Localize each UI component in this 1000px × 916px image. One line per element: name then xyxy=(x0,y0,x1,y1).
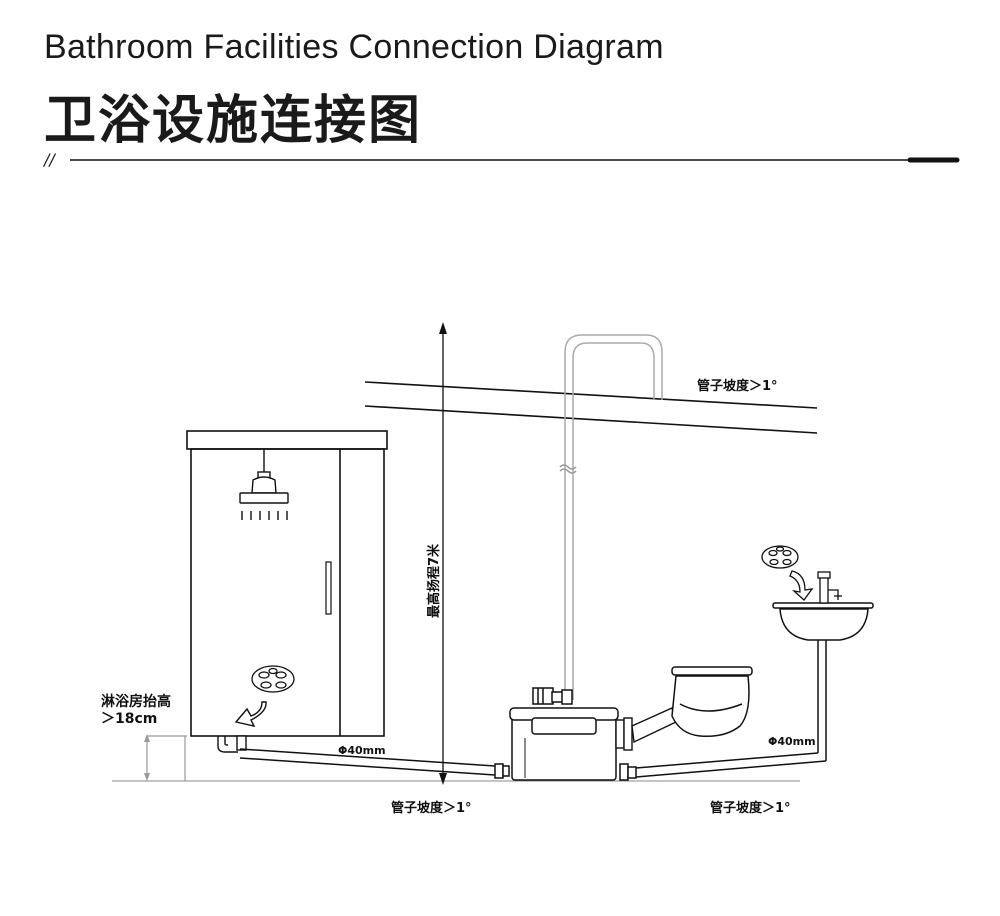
slope-label-top: 管子坡度＞1° xyxy=(697,378,778,394)
wall-hung-toilet xyxy=(671,666,753,738)
title-english: Bathroom Facilities Connection Diagram xyxy=(44,28,664,66)
pipe-left xyxy=(239,748,510,779)
shower-raise-label-2: ＞18cm xyxy=(101,711,157,727)
macerator-pump xyxy=(509,687,619,781)
shower-drain-arrow-icon xyxy=(234,701,267,728)
title-chinese: 卫浴设施连接图 xyxy=(44,91,423,151)
pipe-diameter-left: Φ40mm xyxy=(338,744,386,757)
shower-enclosure xyxy=(186,430,388,737)
pipe-right xyxy=(619,636,827,781)
riser-pipe xyxy=(559,334,663,700)
shower-raise-label-1: 淋浴房抬高 xyxy=(101,693,171,710)
max-lift-arrow xyxy=(439,322,447,785)
wash-basin xyxy=(772,602,874,641)
shower-head-icon xyxy=(239,449,289,520)
ceiling-line-lower xyxy=(364,405,818,434)
shower-trap xyxy=(217,735,247,753)
slope-label-bottom-right: 管子坡度＞1° xyxy=(710,800,791,816)
max-lift-label: 最高扬程7米 xyxy=(426,543,442,618)
slope-label-bottom-left: 管子坡度＞1° xyxy=(391,800,472,816)
basin-faucet-icon xyxy=(817,571,842,604)
basin-drain-arrow-icon xyxy=(789,570,814,601)
ceiling-line-upper xyxy=(364,381,818,409)
divider-marker: // xyxy=(44,150,55,169)
pump-toilet-inlet xyxy=(615,707,677,751)
basin-drain-icon xyxy=(761,545,799,569)
shower-drain-icon xyxy=(251,665,295,693)
pipe-diameter-right: Φ40mm xyxy=(768,735,816,748)
shower-platform xyxy=(144,734,187,781)
